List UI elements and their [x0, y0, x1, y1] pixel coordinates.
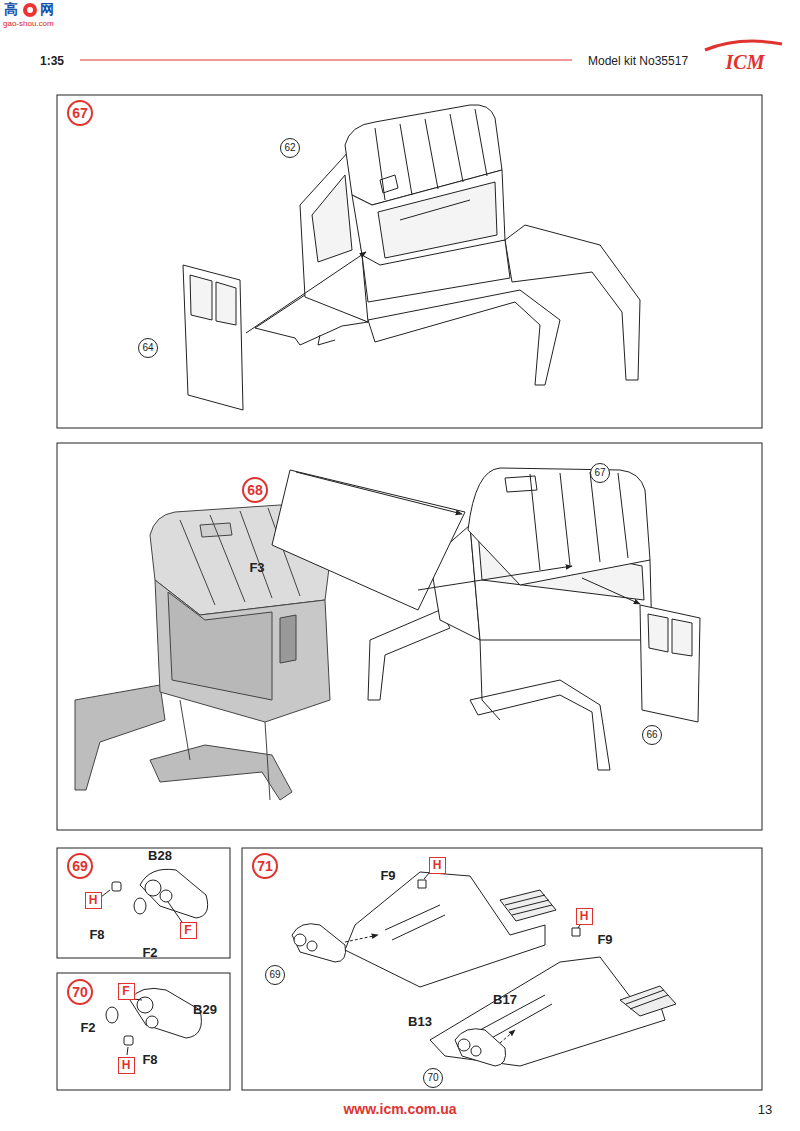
step-number: 71: [252, 853, 278, 879]
step-number: 70: [67, 979, 93, 1005]
callout-number: 70: [423, 1068, 443, 1088]
node-text: H: [433, 859, 442, 871]
scale: 1:35: [40, 55, 64, 68]
node-text: 67: [594, 468, 605, 478]
node-text: F: [184, 924, 191, 936]
node-text: 70: [72, 985, 88, 999]
callout-number: 66: [642, 725, 662, 745]
fender-parts: [292, 872, 676, 1066]
node-text: 71: [257, 859, 273, 873]
panels: [57, 95, 762, 1090]
step-number: 67: [67, 100, 93, 126]
node-text: 69: [269, 970, 280, 980]
brand-logo: ICM: [726, 51, 765, 73]
part-number: B13: [408, 1015, 432, 1029]
part-number: F9: [597, 933, 612, 947]
cab-drawing: [183, 105, 640, 410]
step-number: 68: [242, 477, 268, 503]
node-text: 66: [646, 730, 657, 740]
watermark: gao-shou.com: [3, 20, 54, 29]
part-number: F8: [142, 1053, 157, 1067]
part-number: B17: [493, 993, 517, 1007]
part-number: B29: [193, 1003, 217, 1017]
watermark-icon: [23, 3, 37, 17]
step-number: 69: [67, 853, 93, 879]
node-text: 69: [72, 859, 88, 873]
node-text: 67: [72, 106, 88, 120]
watermark: 网: [40, 2, 54, 17]
node-text: 62: [284, 143, 295, 153]
headlight-parts: [101, 869, 208, 922]
part-number: F3: [249, 561, 264, 575]
logo-swoosh: [705, 41, 782, 50]
part-number: F9: [380, 869, 395, 883]
page-number: 13: [758, 1103, 772, 1117]
part-number: F2: [142, 946, 157, 960]
node-text: H: [89, 894, 98, 906]
paint-code-box: H: [118, 1057, 135, 1074]
callout-number: 69: [265, 965, 285, 985]
part-number: B28: [148, 849, 172, 863]
paint-code-box: F: [180, 922, 197, 939]
paint-code-box: H: [429, 857, 446, 874]
callout-number: 62: [280, 138, 300, 158]
paint-code-box: H: [85, 892, 102, 909]
node-text: H: [122, 1059, 131, 1071]
header-rule: [80, 59, 572, 60]
callout-number: 67: [590, 463, 610, 483]
node-text: 70: [427, 1073, 438, 1083]
website: www.icm.com.ua: [343, 1102, 456, 1117]
watermark-icon: [27, 7, 33, 13]
part-number: F2: [80, 1021, 95, 1035]
paint-code-box: F: [118, 983, 135, 1000]
cab-drawing: [272, 468, 700, 770]
paint-code-box: H: [576, 908, 593, 925]
callout-number: 64: [138, 338, 158, 358]
node-text: F: [122, 985, 129, 997]
node-text: H: [580, 910, 589, 922]
kit-number: Model kit No35517: [588, 55, 688, 68]
watermark: 高: [4, 2, 18, 17]
node-text: 64: [142, 343, 153, 353]
part-number: F8: [89, 928, 104, 942]
node-text: 68: [247, 483, 263, 497]
